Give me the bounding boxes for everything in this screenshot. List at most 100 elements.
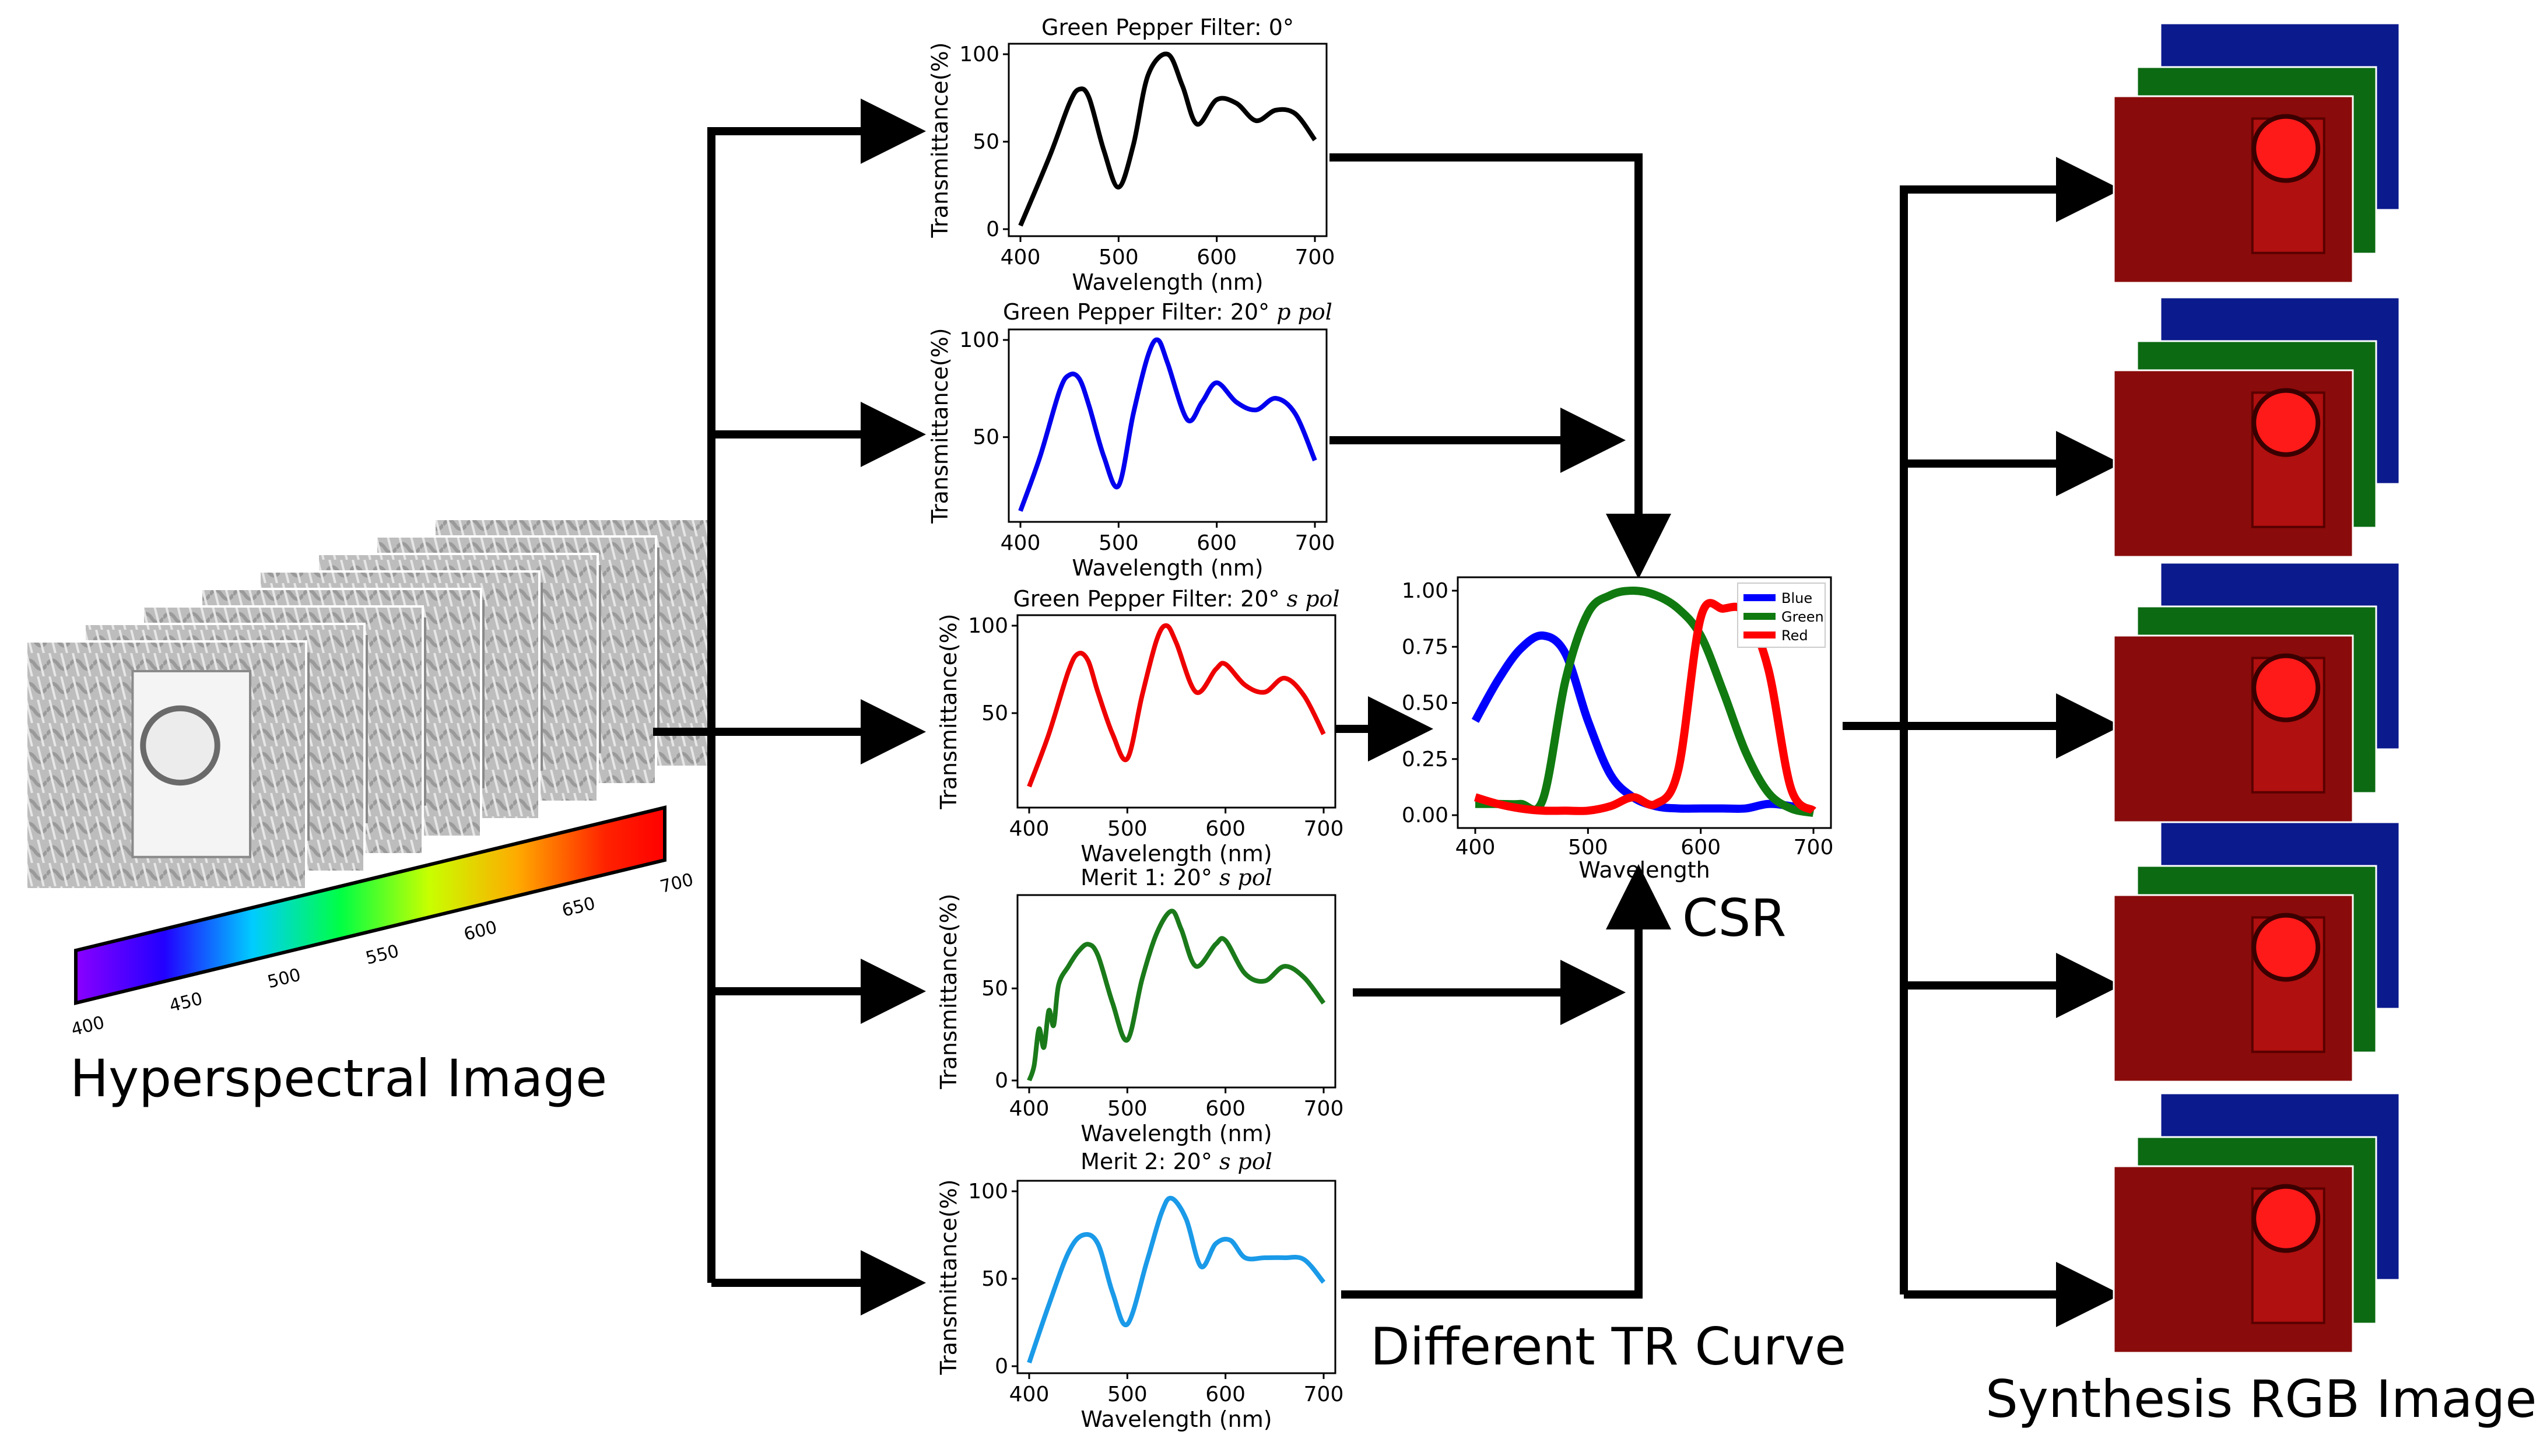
rgb-image-stack [2113,22,2401,284]
transmittance-curve [1027,1195,1326,1364]
red-channel-target-disc [2251,388,2321,457]
rgb-image-stack [2113,296,2401,558]
x-tick-label: 500 [1107,817,1148,841]
y-tick-label: 50 [981,977,1008,1001]
x-tick-label: 400 [1009,817,1050,841]
y-tick-label: 100 [968,1180,1008,1204]
csr-y-tick-label: 0.25 [1402,748,1448,771]
rgb-image-stack [2113,821,2401,1083]
x-tick-label: 400 [1001,531,1041,555]
x-tick-label: 500 [1099,245,1139,269]
x-tick-label: 600 [1197,531,1237,555]
rgb-image-stack [2113,562,2401,823]
x-tick-label: 700 [1304,1383,1344,1406]
rgb-image-stack [2113,1092,2401,1354]
arrow-to-rgb-1 [1900,157,2121,1294]
red-channel-target-disc [2251,913,2321,982]
transmittance-curve [1018,337,1317,512]
csr-y-tick-label: 0.00 [1402,804,1448,827]
plot-frame [1016,894,1336,1089]
csr-label: CSR [1682,888,1786,948]
y-tick-label: 0 [995,1355,1008,1378]
y-tick-label: 50 [981,1267,1008,1291]
x-tick-label: 600 [1205,817,1246,841]
csr-y-tick-label: 1.00 [1402,579,1448,603]
transmittance-plot: Green Pepper Filter: 20° p pol 400 500 600 7… [927,299,1335,581]
different-tr-curve-label: Different TR Curve [1370,1317,1846,1377]
y-tick-label: 0 [986,217,999,241]
csr-legend-label: Blue [1781,590,1812,606]
red-channel-target-disc [2251,653,2321,722]
x-tick-label: 500 [1107,1383,1148,1406]
x-tick-label: 700 [1304,1097,1344,1121]
plot-title: Merit 1: 20° s pol [1080,865,1272,890]
x-tick-label: 400 [1009,1097,1050,1121]
x-tick-label: 700 [1304,817,1344,841]
synthesis-rgb-stacks [2113,22,2401,1354]
transmittance-plot: Green Pepper Filter: 0° 400 500 600 700 0 50 10… [927,15,1335,295]
x-axis-label: Wavelength (nm) [1072,555,1263,581]
y-axis-label: Transmittance(%) [927,328,953,524]
csr-x-axis-label: Wavelength [1578,857,1710,883]
transmittance-curve [1027,908,1326,1082]
x-axis-label: Wavelength (nm) [1072,269,1263,295]
csr-legend-label: Green [1781,609,1824,625]
x-tick-label: 600 [1197,245,1237,269]
plot-frame [1016,1180,1336,1374]
plot-title: Green Pepper Filter: 20° s pol [1013,586,1339,612]
csr-curve-red [1474,599,1816,815]
x-tick-label: 700 [1295,531,1335,555]
transmittance-curve [1018,51,1317,227]
arrow-to-filter-1 [707,99,926,1283]
x-axis-label: Wavelength (nm) [1080,1121,1272,1146]
y-tick-label: 50 [973,130,999,154]
arrow-filter1-to-csr [1329,153,1671,579]
colorbar-tick-label: 400 [69,1012,107,1040]
transmittance-plot: Green Pepper Filter: 20° s pol 400 500 600 7… [936,586,1343,866]
plot-title: Merit 2: 20° s pol [1080,1149,1272,1174]
x-axis-label: Wavelength (nm) [1080,841,1272,866]
x-axis-label: Wavelength (nm) [1080,1406,1272,1432]
y-tick-label: 50 [981,701,1008,725]
csr-x-tick-label: 500 [1568,836,1608,859]
transmittance-curve [1027,623,1326,788]
csr-legend-label: Red [1781,627,1808,644]
y-tick-label: 100 [959,43,999,66]
arrow-filter5-to-csr [1341,864,1671,1299]
y-tick-label: 100 [959,328,999,352]
colorbar-tick-label: 550 [364,941,401,969]
hyperspectral-image-stack [25,518,715,890]
colorbar-tick-label: 500 [265,964,303,992]
csr-x-tick-label: 700 [1794,836,1834,859]
x-tick-label: 500 [1099,531,1139,555]
plot-frame [1008,43,1328,237]
x-tick-label: 500 [1107,1097,1148,1121]
csr-y-tick-label: 0.75 [1402,635,1448,659]
red-channel-target-disc [2251,114,2321,183]
plot-title: Green Pepper Filter: 0° [1041,15,1294,40]
y-axis-label: Transmittance(%) [936,613,962,809]
csr-x-tick-label: 600 [1681,836,1721,859]
colorbar-tick-label: 650 [560,893,597,921]
y-axis-label: Transmittance(%) [927,42,953,238]
y-tick-label: 0 [995,1069,1008,1093]
y-axis-label: Transmittance(%) [936,1179,962,1375]
pipeline-arrows [653,99,2121,1327]
x-tick-label: 700 [1295,245,1335,269]
y-tick-label: 50 [973,426,999,450]
hyperspectral-band-frame [25,640,307,890]
hyperspectral-image-label: Hyperspectral Image [70,1048,607,1108]
colorbar-tick-label: 450 [167,988,205,1016]
plot-title: Green Pepper Filter: 20° p pol [1003,299,1332,325]
x-tick-label: 400 [1001,245,1041,269]
y-axis-label: Transmittance(%) [936,893,962,1089]
y-tick-label: 100 [968,614,1008,638]
synthesis-rgb-image-label: Synthesis RGB Image [1985,1369,2537,1429]
colorbar-tick-label: 700 [658,869,696,897]
colorbar-gradient [74,805,666,1005]
x-tick-label: 400 [1009,1383,1050,1406]
